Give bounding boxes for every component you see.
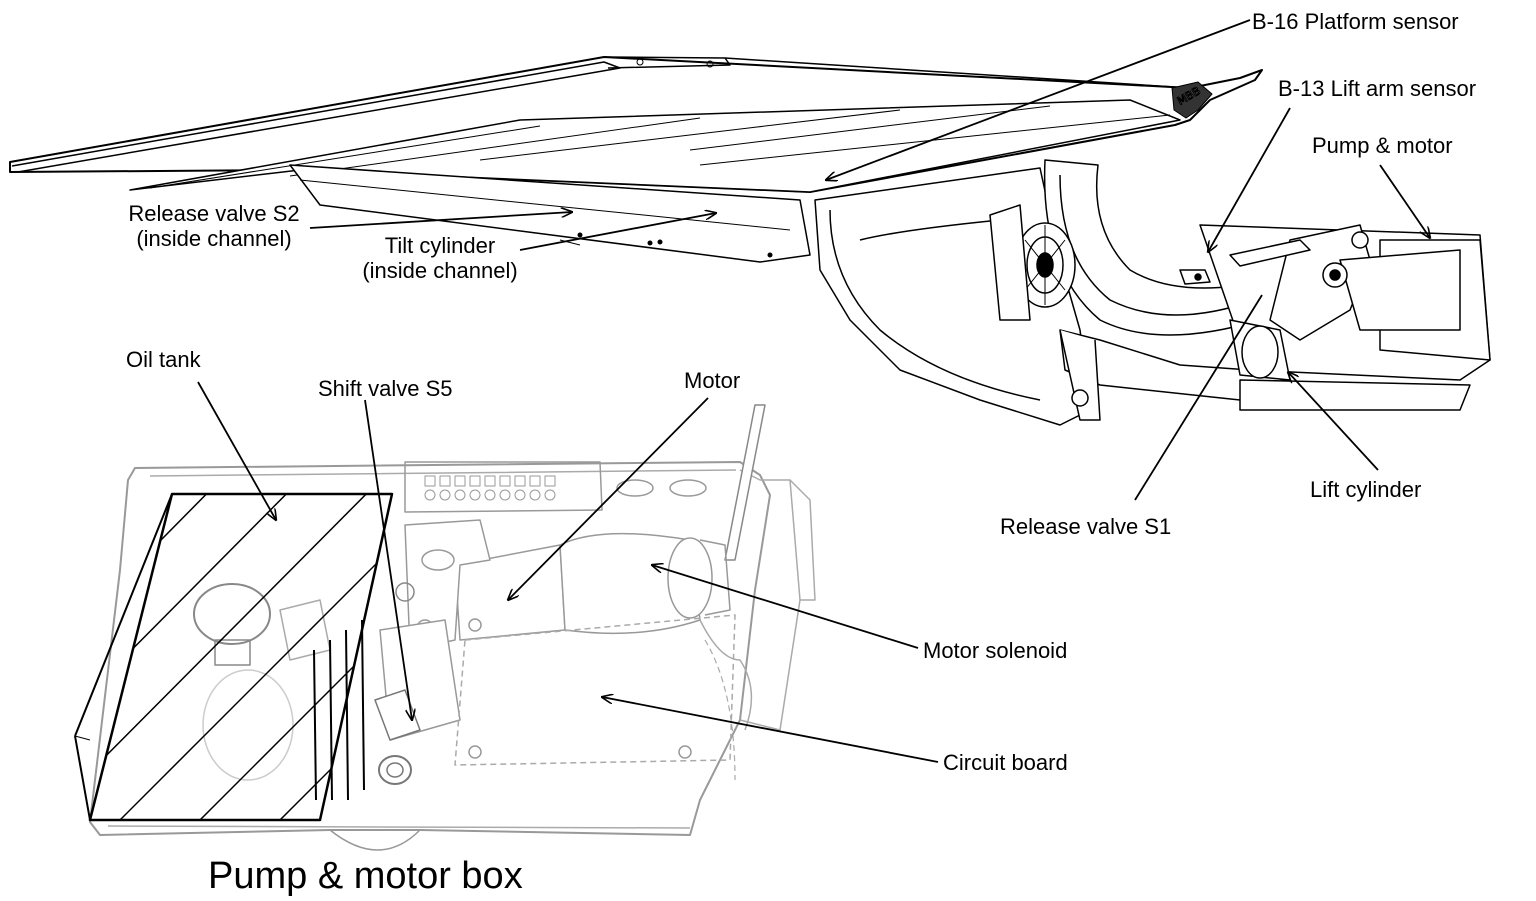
- leader-lines: [197, 19, 1430, 763]
- platform-drawing: MBB: [9, 56, 1263, 263]
- label-release-valve-s2-line1: Release valve S2: [128, 201, 300, 226]
- label-motor: Motor: [684, 368, 741, 393]
- label-tilt-cylinder: Tilt cylinder (inside channel): [335, 233, 545, 283]
- label-lift-cylinder: Lift cylinder: [1310, 477, 1422, 502]
- label-b16-platform-sensor: B-16 Platform sensor: [1252, 9, 1459, 34]
- label-tilt-cylinder-line2: (inside channel): [362, 258, 518, 283]
- label-release-valve-s1: Release valve S1: [1000, 514, 1172, 539]
- label-oil-tank: Oil tank: [126, 347, 201, 372]
- label-b13-lift-arm-sensor: B-13 Lift arm sensor: [1278, 76, 1477, 101]
- label-tilt-cylinder-line1: Tilt cylinder: [384, 233, 496, 258]
- label-circuit-board: Circuit board: [943, 750, 1068, 775]
- pump-box-drawing: [89, 404, 816, 851]
- lift-mechanism-drawing: [814, 159, 1491, 426]
- label-pump-and-motor: Pump & motor: [1312, 133, 1453, 158]
- label-release-valve-s2: Release valve S2 (inside channel): [104, 201, 324, 251]
- diagram-caption: Pump & motor box: [208, 855, 523, 897]
- label-shift-valve-s5: Shift valve S5: [318, 376, 453, 401]
- label-release-valve-s2-line2: (inside channel): [136, 226, 292, 251]
- label-motor-solenoid: Motor solenoid: [923, 638, 1068, 663]
